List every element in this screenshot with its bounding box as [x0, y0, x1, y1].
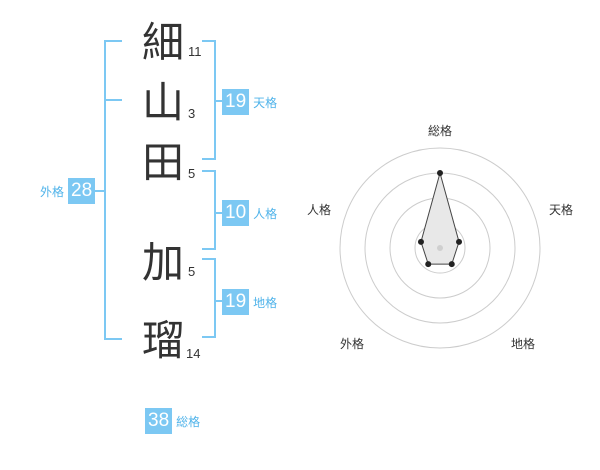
tenkaku-score: 19 天格 [222, 89, 277, 115]
radar-point-3 [448, 261, 455, 268]
gaikaku-value: 28 [68, 178, 96, 204]
chikaku-score: 19 地格 [222, 289, 277, 315]
radar-point-2 [456, 238, 463, 245]
soukaku-value: 38 [145, 408, 173, 434]
jinkaku-value: 10 [222, 200, 250, 226]
tenkaku-value: 19 [222, 89, 250, 115]
radar-axis-label-jinkaku: 人格 [307, 203, 332, 217]
tenkaku-label: 天格 [253, 95, 278, 110]
radar-point-1 [437, 170, 443, 176]
jinkaku-connector [216, 212, 222, 214]
jinkaku-score: 10 人格 [222, 200, 277, 226]
radar-area [420, 171, 460, 265]
stroke-count-1: 11 [188, 44, 202, 59]
radar-axis-label-gaikaku: 外格 [340, 337, 365, 351]
tenkaku-bracket [202, 40, 216, 160]
gaikaku-label: 外格 [40, 184, 65, 199]
radar-axis-label-chikaku: 地格 [511, 337, 536, 351]
name-char-2: 山 [142, 78, 185, 127]
radar-center-point [437, 245, 443, 251]
outer-bracket-divider [104, 99, 122, 101]
tenkaku-connector [216, 100, 222, 102]
stroke-count-3: 5 [188, 166, 196, 181]
chikaku-label: 地格 [253, 295, 278, 310]
outer-bracket-connector [94, 190, 104, 192]
jinkaku-bracket [202, 170, 216, 250]
radar-axis-label-soukaku: 総格 [428, 124, 453, 138]
radar-ring-4 [339, 147, 541, 349]
name-char-4: 加 [142, 238, 185, 287]
name-char-1: 細 [142, 18, 185, 67]
gaikaku-score: 外格 28 [40, 178, 96, 204]
jinkaku-label: 人格 [253, 206, 278, 221]
radar-chart [339, 147, 541, 349]
soukaku-score: 38 総格 [145, 408, 200, 434]
chikaku-bracket [202, 258, 216, 338]
stroke-count-2: 3 [188, 106, 196, 121]
soukaku-label: 総格 [176, 414, 201, 429]
chikaku-value: 19 [222, 289, 250, 315]
radar-axis-label-tenkaku: 天格 [549, 203, 574, 217]
radar-point-5 [417, 238, 424, 245]
stroke-count-4: 5 [188, 264, 196, 279]
outer-bracket [104, 40, 122, 340]
radar-point-4 [425, 261, 432, 268]
stroke-count-5: 14 [186, 346, 201, 361]
name-char-3: 田 [142, 138, 185, 187]
name-char-5: 瑠 [142, 316, 185, 365]
chikaku-connector [216, 300, 222, 302]
